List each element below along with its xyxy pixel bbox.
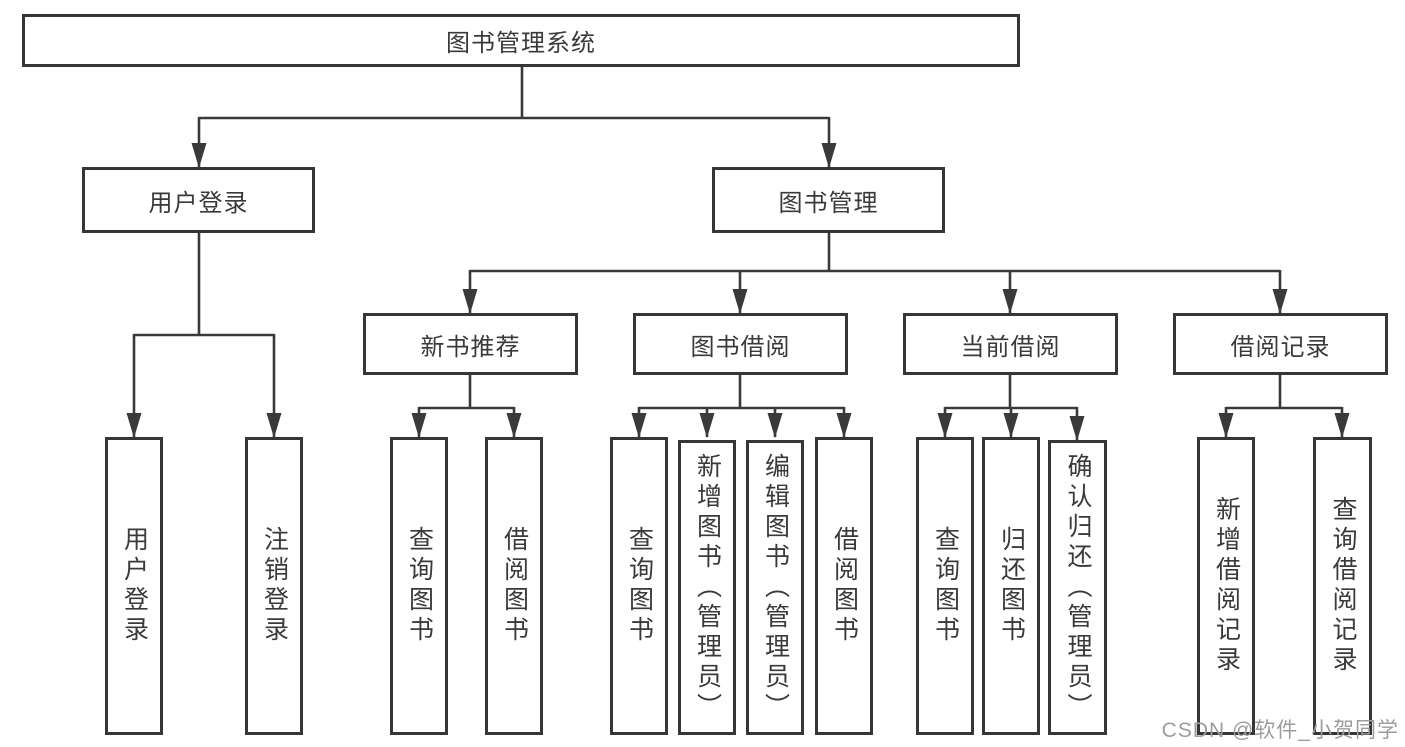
leaf-query-borrow-record: 查询借阅记录: [1313, 437, 1372, 735]
leaf-return-books: 归还图书: [982, 437, 1040, 735]
leaf-query-books-borrow: 查询图书: [610, 437, 668, 735]
csdn-watermark: CSDN @软件_小贺同学: [1161, 719, 1399, 742]
leaf-borrow-books-recommend: 借阅图书: [485, 437, 543, 735]
leaf-query-books-recommend: 查询图书: [390, 437, 448, 735]
leaf-confirm-return-admin: 确认归还（管理员）: [1048, 440, 1107, 735]
leaf-user-login: 用户登录: [105, 437, 163, 735]
node-current-borrow: 当前借阅: [903, 313, 1118, 375]
node-book-management: 图书管理: [712, 167, 945, 233]
node-user-login: 用户登录: [82, 167, 315, 233]
leaf-borrow-books: 借阅图书: [815, 437, 873, 735]
leaf-edit-books-admin: 编辑图书（管理员）: [746, 440, 804, 735]
node-borrow-records: 借阅记录: [1173, 313, 1388, 375]
node-library-management-system: 图书管理系统: [22, 14, 1020, 67]
leaf-logout: 注销登录: [245, 437, 303, 735]
node-book-borrow: 图书借阅: [633, 313, 848, 375]
leaf-add-books-admin: 新增图书（管理员）: [678, 440, 736, 735]
leaf-add-borrow-record: 新增借阅记录: [1197, 437, 1255, 735]
leaf-query-books-current: 查询图书: [916, 437, 974, 735]
node-new-book-recommend: 新书推荐: [363, 313, 578, 375]
